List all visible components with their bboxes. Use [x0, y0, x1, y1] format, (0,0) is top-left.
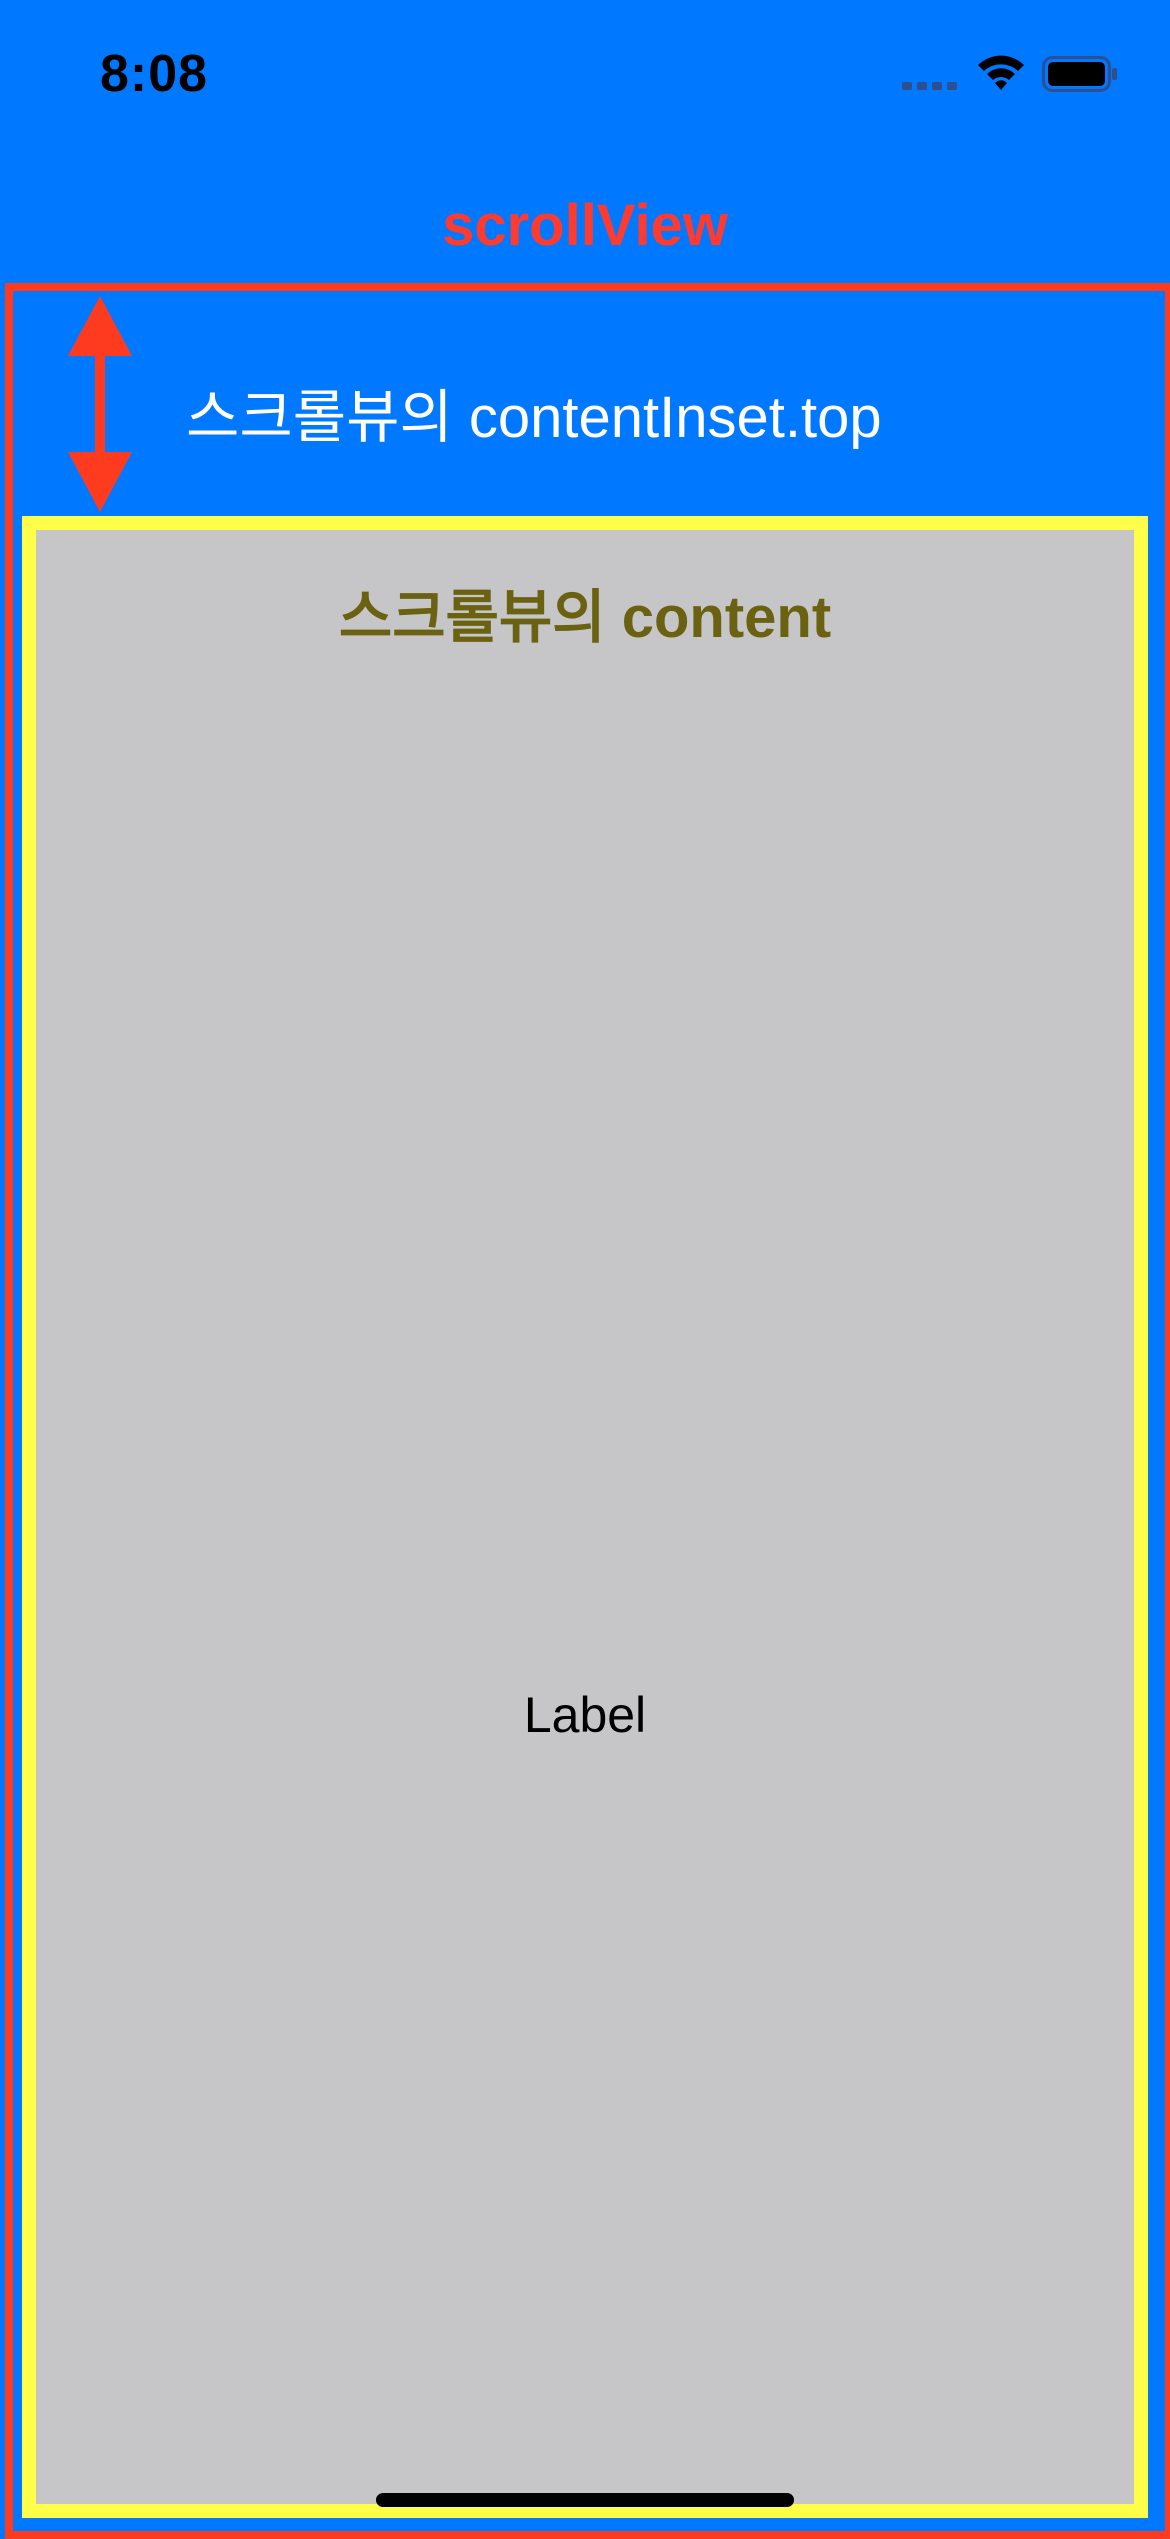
status-bar: 8:08: [0, 0, 1170, 140]
content-inset-top-label: 스크롤뷰의 contentInset.top: [186, 385, 882, 450]
content-title: 스크롤뷰의 content: [338, 585, 832, 650]
center-label: Label: [523, 1687, 647, 1743]
wifi-icon: [978, 55, 1024, 90]
battery-icon: [1042, 56, 1117, 92]
double-arrow-icon: [68, 296, 132, 512]
status-time: 8:08: [100, 45, 209, 103]
scroll-content-area[interactable]: [22, 516, 1148, 2518]
home-indicator[interactable]: [376, 2493, 794, 2507]
signal-icon: [902, 82, 957, 90]
scroll-view-title: scrollView: [442, 193, 728, 258]
